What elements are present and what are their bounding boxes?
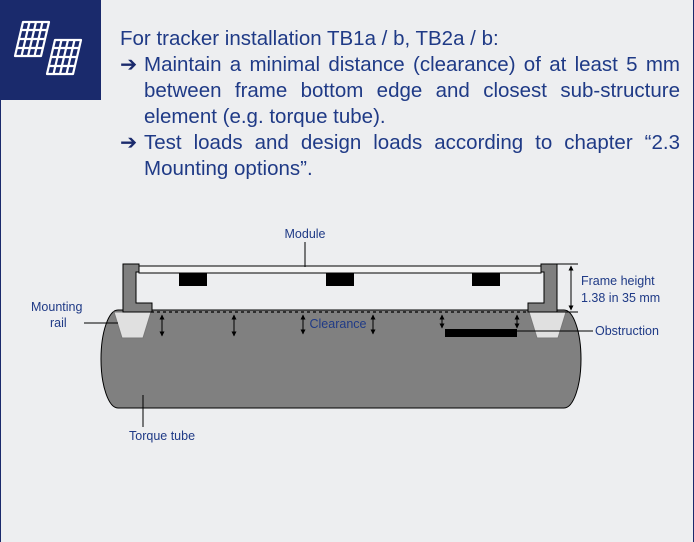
module-backing-block	[326, 273, 354, 286]
module-backing-block	[472, 273, 500, 286]
mounting-rail-label-line2: rail	[50, 316, 67, 330]
instruction-text: For tracker installation TB1a / b, TB2a …	[120, 26, 680, 182]
module-backing-block	[179, 273, 207, 286]
obstruction-block	[445, 329, 517, 337]
clearance-label: Clearance	[310, 317, 367, 331]
frame-height-label: Frame height	[581, 274, 655, 288]
header-icon-box	[1, 0, 101, 100]
bullet-item-clearance: ➔ Maintain a minimal distance (clearance…	[120, 52, 680, 130]
obstruction-label: Obstruction	[595, 324, 659, 338]
frame-height-value: 1.38 in 35 mm	[581, 291, 660, 305]
solar-panels-icon	[13, 20, 83, 76]
module-label: Module	[285, 227, 326, 241]
module-glass	[138, 265, 542, 274]
arrow-right-icon: ➔	[120, 53, 138, 76]
clearance-diagram-svg: Module Frame height 1.38 in 35 mm Mounti…	[31, 227, 660, 443]
bullet-item-loads: ➔ Test loads and design loads according …	[120, 130, 680, 182]
bullet-text: Maintain a minimal distance (clearance) …	[144, 53, 680, 128]
bullet-text: Test loads and design loads according to…	[144, 131, 680, 180]
mounting-rail-label: Mounting	[31, 300, 82, 314]
intro-text: For tracker installation TB1a / b, TB2a …	[120, 27, 499, 50]
torque-tube-label: Torque tube	[129, 429, 195, 443]
arrow-right-icon: ➔	[120, 131, 138, 154]
clearance-diagram: Module Frame height 1.38 in 35 mm Mounti…	[11, 212, 691, 452]
